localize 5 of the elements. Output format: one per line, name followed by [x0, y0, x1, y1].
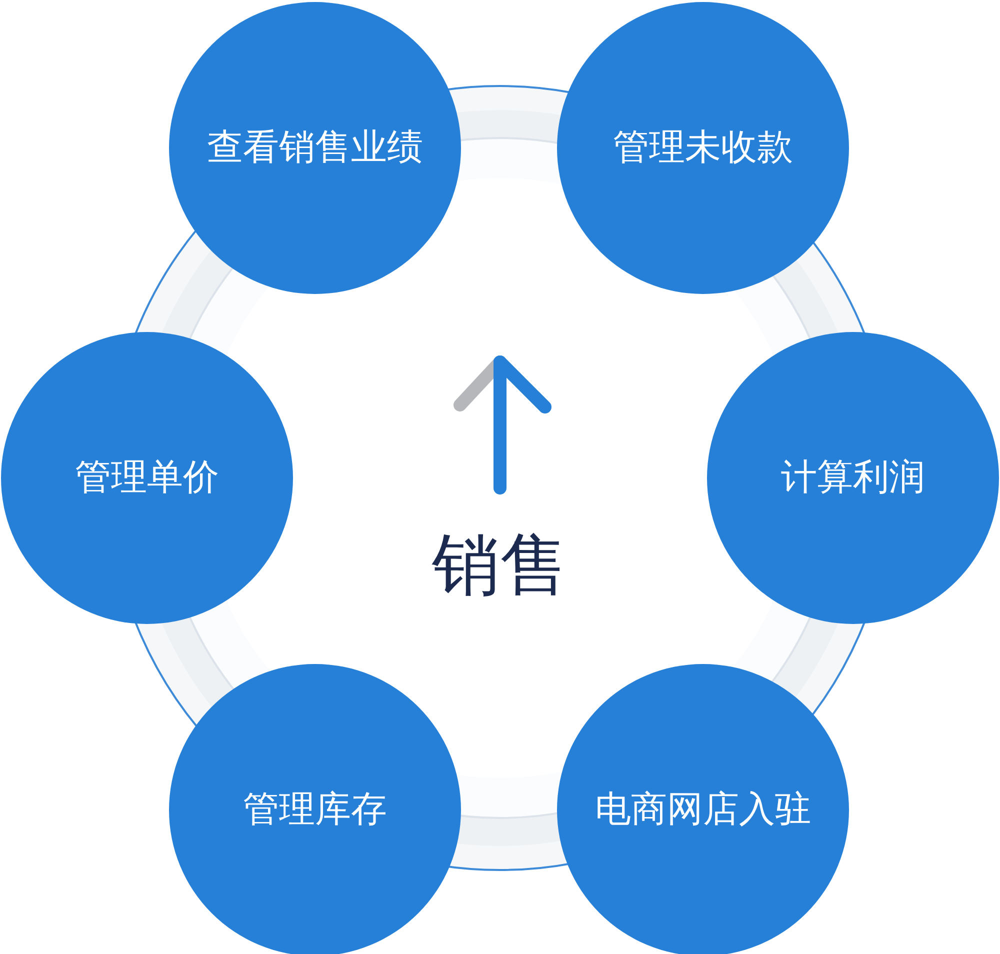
topic-circle: 查看销售业绩 — [169, 2, 461, 294]
center-title: 销售 — [430, 525, 569, 607]
topic-circle: 电商网店入驻 — [557, 664, 849, 954]
topic-circle: 管理未收款 — [557, 2, 849, 294]
topic-circle: 管理库存 — [169, 664, 461, 954]
